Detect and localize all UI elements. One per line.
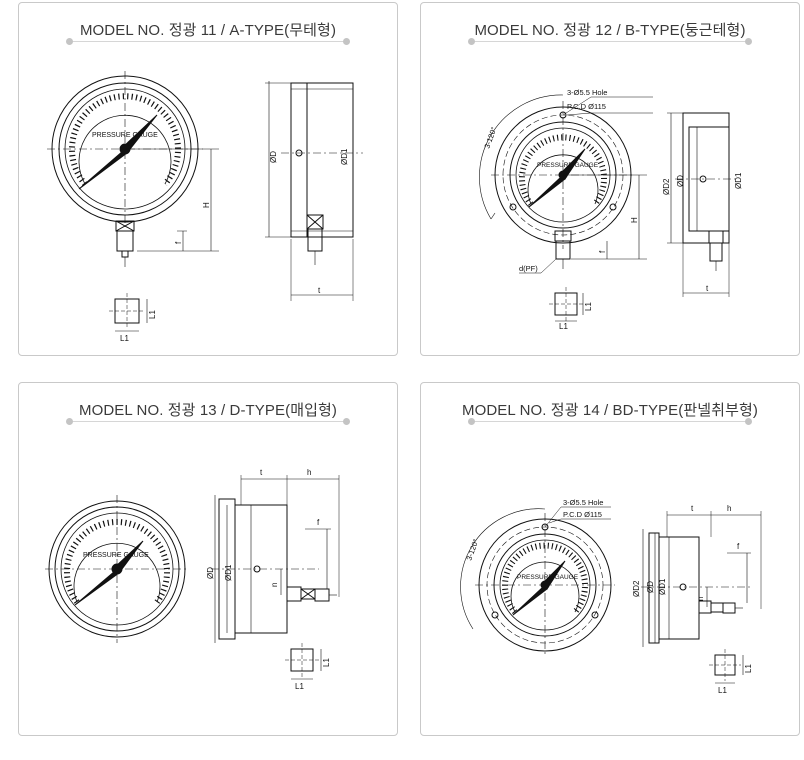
title-rule [69, 41, 347, 42]
dim-d2-label: ØD2 [662, 178, 671, 195]
dim-l1-bottom: L1 [120, 334, 129, 343]
title-dot-left [66, 38, 73, 45]
pcd-note: P.C.D Ø115 [563, 510, 602, 519]
dim-d1-label: ØD1 [658, 578, 667, 595]
dial-label: PRESSURE GAUGE [92, 132, 158, 139]
angle-note: 3-120° [482, 126, 498, 150]
a-type-drawing: PRESSURE GAUGE H f ØD ØD1 t [47, 71, 363, 343]
dim-h-label: h [307, 468, 311, 477]
title-dot-right [745, 418, 752, 425]
dim-d-label: ØD [676, 175, 685, 187]
d-type-drawing: PRESSURE GAUGE t h ØD ØD1 n [45, 468, 340, 691]
dim-d1-label: ØD1 [224, 564, 233, 581]
dim-d-label: ØD [646, 581, 655, 593]
title-dot-right [343, 418, 350, 425]
gauge-side-view [211, 475, 340, 643]
gauge-side-view [641, 511, 762, 647]
card-bd-type: MODEL NO. 정광 14 / BD-TYPE(판넬취부형) 3-Ø5.5 … [420, 382, 800, 736]
bd-type-drawing: 3-Ø5.5 Hole P.C.D Ø115 3-120° PRESSURE G… [460, 498, 762, 695]
dim-n-label: n [696, 597, 705, 601]
title-dot-left [468, 418, 475, 425]
b-type-drawing: 3-Ø5.5 Hole P.C.D Ø115 3-120° d(PF) PRES… [479, 88, 743, 331]
title-dot-right [343, 38, 350, 45]
dim-f-label: f [174, 241, 183, 244]
title-dot-left [66, 418, 73, 425]
dim-t-label: t [706, 284, 709, 293]
card-a-type: MODEL NO. 정광 11 / A-TYPE(무테형) PRES [18, 2, 398, 356]
gauge-side-view [265, 81, 363, 301]
gauge-front-view [45, 495, 189, 643]
title-rule [471, 421, 749, 422]
gauge-front-view [47, 71, 219, 267]
dim-f-label: f [737, 542, 740, 551]
dim-t-label: t [318, 286, 321, 295]
card-b-type: MODEL NO. 정광 12 / B-TYPE(둥근테형) [420, 2, 800, 356]
dim-t-label: t [260, 468, 263, 477]
hole-note: 3-Ø5.5 Hole [567, 88, 607, 97]
dial-label: PRESSURE GAUGE [517, 574, 579, 581]
hole-note: 3-Ø5.5 Hole [563, 498, 603, 507]
gauge-side-view [667, 112, 739, 297]
dim-l1-side: L1 [148, 310, 157, 319]
title-rule [69, 421, 347, 422]
title-dot-left [468, 38, 475, 45]
title-rule [471, 41, 749, 42]
card-title: MODEL NO. 정광 14 / BD-TYPE(판넬취부형) [462, 402, 758, 419]
dim-f-label: f [598, 250, 607, 253]
pf-note: d(PF) [519, 264, 538, 273]
fitting-detail [709, 649, 744, 684]
dim-l1-bottom: L1 [718, 686, 727, 695]
fitting-detail [549, 287, 584, 322]
dial-label: PRESSURE GAUGE [83, 552, 149, 559]
gauge-front-view [479, 94, 653, 274]
card-title: MODEL NO. 정광 13 / D-TYPE(매입형) [78, 402, 338, 419]
gauge-front-view [460, 506, 615, 657]
dim-l1-bottom: L1 [559, 322, 568, 331]
dim-h-label: H [630, 217, 639, 223]
dim-l1-side: L1 [322, 658, 331, 667]
dim-d2-label: ØD2 [632, 580, 641, 597]
dim-l1-side: L1 [584, 302, 593, 311]
title-dot-right [745, 38, 752, 45]
dim-t-label: t [691, 504, 694, 513]
dim-l1-bottom: L1 [295, 682, 304, 691]
dial-label: PRESSURE GAUGE [537, 162, 599, 169]
dim-d1-label: ØD1 [340, 148, 349, 165]
dim-d1-label: ØD1 [734, 172, 743, 189]
dim-h-label: H [202, 202, 211, 208]
dim-h-label: h [727, 504, 731, 513]
fitting-detail [285, 643, 322, 680]
dim-d-label: ØD [269, 151, 278, 163]
pcd-note: P.C.D Ø115 [567, 102, 606, 111]
card-title: MODEL NO. 정광 11 / A-TYPE(무테형) [79, 22, 337, 39]
card-title: MODEL NO. 정광 12 / B-TYPE(둥근테형) [474, 22, 746, 39]
dim-l1-side: L1 [744, 664, 753, 673]
card-d-type: MODEL NO. 정광 13 / D-TYPE(매입형) PRESSURE G… [18, 382, 398, 736]
dim-f-label: f [317, 518, 320, 527]
angle-note: 3-120° [464, 538, 480, 562]
dim-d-label: ØD [206, 567, 215, 579]
fitting-detail [109, 293, 148, 332]
dim-n-label: n [270, 583, 279, 587]
